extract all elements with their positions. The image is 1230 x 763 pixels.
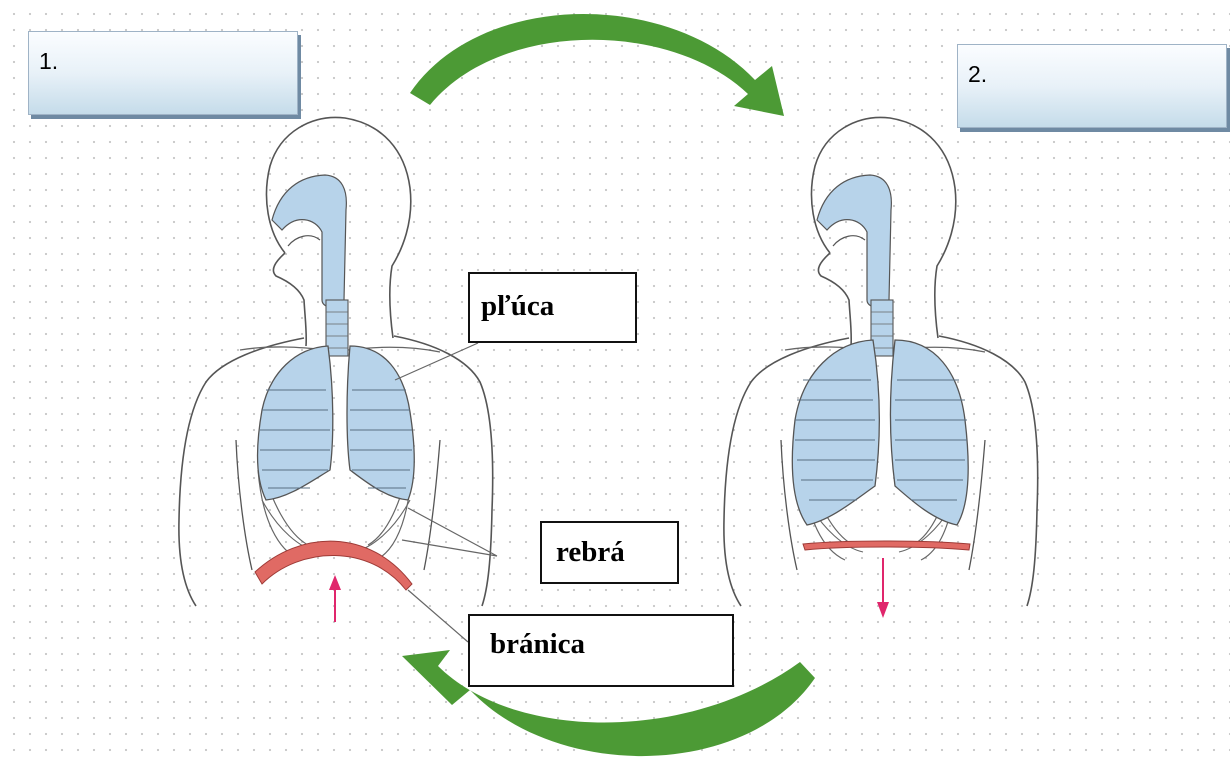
figure-inhale: [724, 117, 1038, 618]
arrow-down-icon: [877, 558, 889, 618]
ribs-label: rebrá: [556, 536, 625, 568]
label-box-lungs: pľúca: [468, 272, 637, 343]
lungs-label: pľúca: [481, 290, 554, 322]
diaphragm-flat: [803, 541, 970, 550]
step-1-label: 1.: [39, 48, 58, 74]
left-lung: [257, 346, 332, 500]
label-box-diaphragm: bránica: [468, 614, 734, 687]
step-1-box: 1.: [28, 31, 298, 115]
curved-arrow-right-icon: [410, 14, 784, 116]
right-lung: [347, 346, 414, 500]
label-box-ribs: rebrá: [540, 521, 679, 584]
left-lung: [792, 340, 879, 525]
step-2-box: 2.: [957, 44, 1227, 128]
step-2-label: 2.: [968, 61, 987, 87]
diaphragm-label: bránica: [490, 628, 585, 660]
arrow-up-icon: [329, 575, 341, 622]
right-lung: [891, 340, 969, 525]
figure-exhale: [179, 117, 493, 622]
